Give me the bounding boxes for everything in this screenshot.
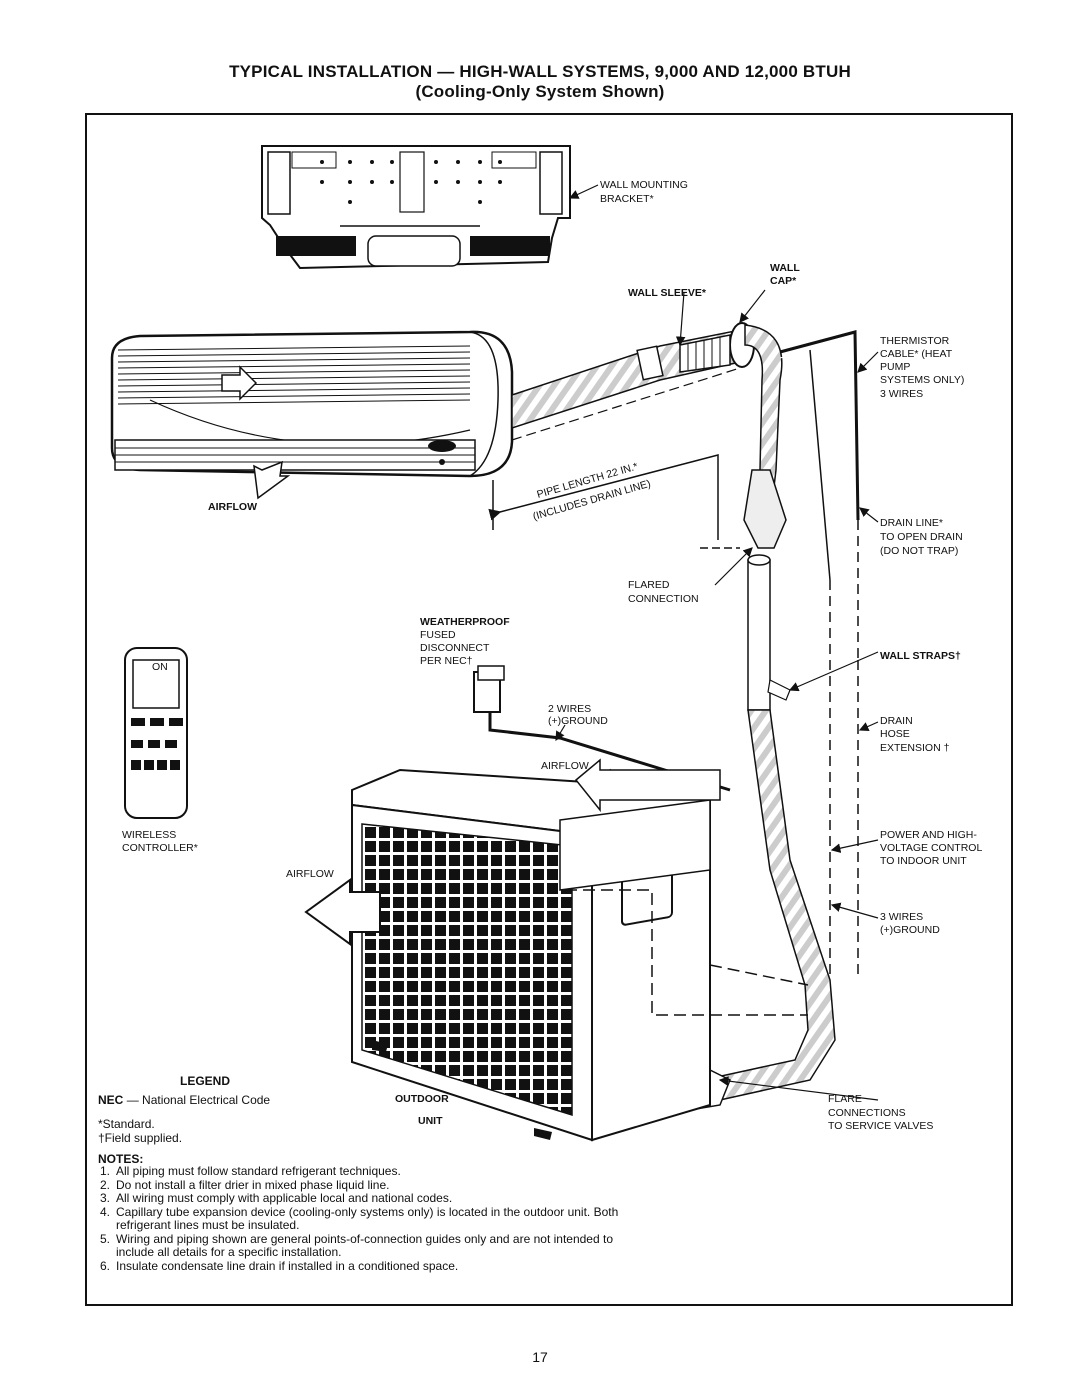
drain-line-label-1: DRAIN LINE* <box>880 517 943 529</box>
flared-connection-label-2: CONNECTION <box>628 593 699 605</box>
flared-connection-label-1: FLARED <box>628 579 670 591</box>
disconnect-label-2: FUSED <box>420 629 456 641</box>
legend-definition: National Electrical Code <box>142 1093 271 1107</box>
note-number: 4. <box>100 1204 111 1219</box>
wall-straps-label: WALL STRAPS† <box>880 650 961 662</box>
note-item: 5. Wiring and piping shown are general po… <box>100 1231 624 1260</box>
flare-connections-label-2: CONNECTIONS <box>828 1107 906 1119</box>
outdoor-unit-label-1: OUTDOOR <box>395 1093 449 1105</box>
drain-line-label-2: TO OPEN DRAIN <box>880 531 963 543</box>
legend-standard: *Standard. <box>98 1117 155 1131</box>
pipe-length-dimension <box>488 454 740 549</box>
legend-field: †Field supplied. <box>98 1131 183 1145</box>
legend-nec-row: NEC — National Electrical Code <box>98 1093 270 1107</box>
wall-lines <box>779 330 860 980</box>
two-wires-label-2: (+)GROUND <box>548 715 608 727</box>
notes-list: 1. All piping must follow standard refrig… <box>100 1164 624 1274</box>
airflow-top-label: AIRFLOW <box>541 760 589 772</box>
note-text: All piping must follow standard refriger… <box>116 1164 401 1178</box>
legend-dash: — <box>126 1093 139 1107</box>
note-number: 2. <box>100 1177 111 1192</box>
wall-cap-label-1: WALL <box>770 262 800 274</box>
wall-mounting-label-1: WALL MOUNTING <box>600 179 688 191</box>
thermistor-label-5: 3 WIRES <box>880 388 923 400</box>
legend-heading: LEGEND <box>180 1074 231 1088</box>
note-item: 6. Insulate condensate line drain if inst… <box>100 1258 624 1274</box>
note-number: 1. <box>100 1164 111 1178</box>
wireless-controller-label-1: WIRELESS <box>122 829 176 841</box>
outdoor-unit-label-2: UNIT <box>418 1115 443 1127</box>
airflow-indoor-label: AIRFLOW <box>208 501 257 513</box>
flare-connections-label-1: FLARE <box>828 1093 862 1105</box>
power-label-2: VOLTAGE CONTROL <box>880 842 982 854</box>
wall-mounting-label-2: BRACKET* <box>600 193 654 205</box>
three-wires-label-2: (+)GROUND <box>880 924 940 936</box>
notes-heading: NOTES: <box>98 1152 144 1166</box>
drain-hose-label-1: DRAIN <box>880 715 913 727</box>
thermistor-label-2: CABLE* (HEAT <box>880 348 953 360</box>
wall-sleeve-label: WALL SLEEVE* <box>628 287 707 299</box>
note-text: Insulate condensate line drain if instal… <box>116 1258 459 1273</box>
remote-on-label: ON <box>152 661 168 673</box>
disconnect-label-1: WEATHERPROOF <box>420 616 510 628</box>
wireless-controller-label-2: CONTROLLER* <box>122 842 198 854</box>
note-number: 5. <box>100 1231 111 1246</box>
indoor-unit <box>110 330 514 500</box>
note-item: 4. Capillary tube expansion device (cooli… <box>100 1204 624 1233</box>
thermistor-label-4: SYSTEMS ONLY) <box>880 374 964 386</box>
drain-hose-label-3: EXTENSION † <box>880 742 950 754</box>
note-text: All wiring must comply with applicable l… <box>116 1191 453 1205</box>
airflow-side-label: AIRFLOW <box>286 868 334 880</box>
page-number: 17 <box>532 1349 548 1365</box>
wireless-controller <box>124 647 188 819</box>
flare-connections-label-3: TO SERVICE VALVES <box>828 1120 933 1132</box>
disconnect-label-3: DISCONNECT <box>420 642 490 654</box>
note-item: 3. All wiring must comply with applicable… <box>100 1191 624 1206</box>
note-text: Do not install a filter drier in mixed p… <box>116 1177 390 1192</box>
drain-hose-label-2: HOSE <box>880 728 910 740</box>
page-subtitle: (Cooling-Only System Shown) <box>415 82 665 101</box>
legend-abbr: NEC <box>98 1093 124 1107</box>
drain-line-label-3: (DO NOT TRAP) <box>880 545 958 557</box>
outdoor-unit <box>304 758 809 1142</box>
note-item: 2. Do not install a filter drier in mixed… <box>100 1177 624 1193</box>
note-item: 1. All piping must follow standard refrig… <box>100 1164 624 1179</box>
fused-disconnect <box>473 665 731 792</box>
note-text: Capillary tube expansion device (cooling… <box>116 1204 619 1232</box>
thermistor-label-3: PUMP <box>880 361 910 373</box>
note-text: Wiring and piping shown are general poin… <box>116 1231 613 1259</box>
note-number: 3. <box>100 1191 111 1205</box>
wall-mounting-bracket <box>261 145 571 270</box>
power-label-3: TO INDOOR UNIT <box>880 855 967 867</box>
three-wires-label-1: 3 WIRES <box>880 911 923 923</box>
page-title: TYPICAL INSTALLATION — HIGH-WALL SYSTEMS… <box>229 62 851 81</box>
thermistor-label-1: THERMISTOR <box>880 335 950 347</box>
note-number: 6. <box>100 1258 111 1273</box>
pipe-bundle <box>511 322 755 441</box>
wall-cap-label-2: CAP* <box>770 275 797 287</box>
two-wires-label-1: 2 WIRES <box>548 703 591 715</box>
power-label-1: POWER AND HIGH- <box>880 829 977 841</box>
disconnect-label-4: PER NEC† <box>420 655 473 667</box>
diagram-frame <box>85 113 1013 1306</box>
leader-lines <box>555 184 879 1101</box>
